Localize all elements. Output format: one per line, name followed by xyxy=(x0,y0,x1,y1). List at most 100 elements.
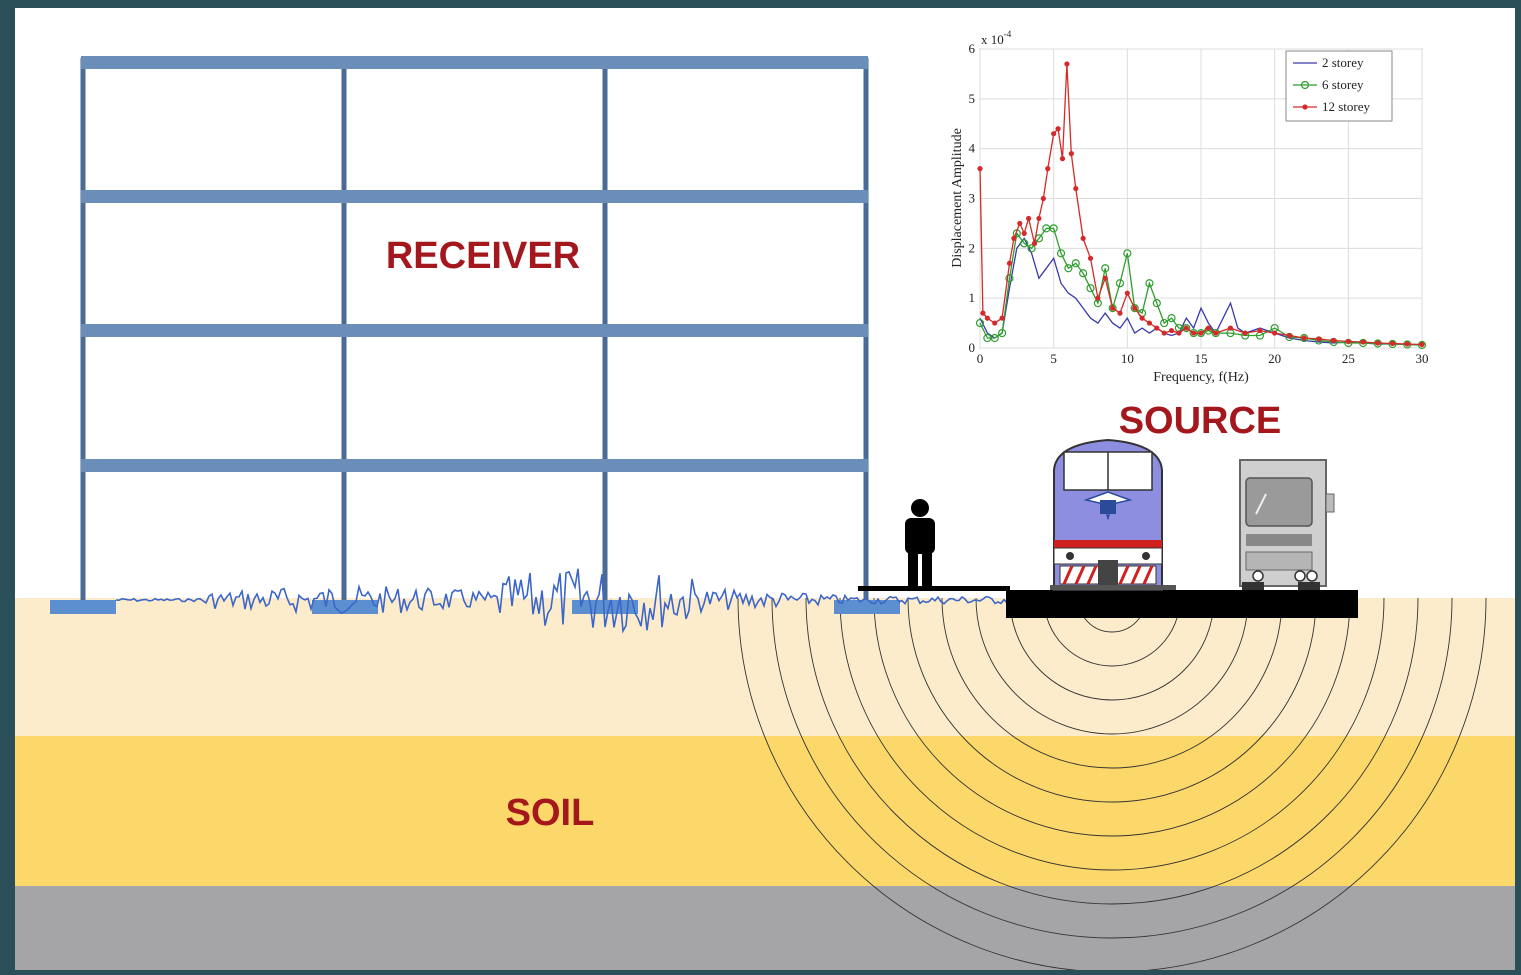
data-point-6-storey xyxy=(1005,274,1014,283)
chart-exponent-label: x 10-4 xyxy=(981,29,1012,47)
data-point-12-storey xyxy=(1345,338,1351,345)
building-frame xyxy=(80,56,869,600)
legend-label-12-storey: 12 storey xyxy=(1322,99,1371,114)
data-point-6-storey xyxy=(1108,304,1117,313)
y-tick-label: 1 xyxy=(969,290,976,305)
x-tick-label: 10 xyxy=(1121,351,1134,366)
x-tick-label: 5 xyxy=(1050,351,1057,366)
data-point-12-storey xyxy=(1154,325,1160,331)
data-point-6-storey xyxy=(1211,328,1220,338)
foundation-pad-2 xyxy=(312,600,378,614)
data-point-12-storey xyxy=(1068,151,1074,157)
foundation-pad-right xyxy=(834,600,900,614)
wave-arc-11 xyxy=(737,598,1487,970)
data-point-12-storey xyxy=(1286,332,1292,339)
data-point-12-storey xyxy=(1080,235,1086,241)
y-tick-label: 5 xyxy=(969,91,976,106)
y-tick-label: 2 xyxy=(969,240,976,255)
data-point-6-storey xyxy=(1167,314,1176,323)
bedrock-layer xyxy=(15,886,1515,970)
data-point-12-storey xyxy=(1389,340,1396,347)
chart-y-axis-label: Displacement Amplitude xyxy=(950,128,965,268)
data-point-12-storey xyxy=(1095,295,1101,301)
data-point-12-storey xyxy=(977,166,983,172)
data-point-12-storey xyxy=(1064,61,1070,67)
data-point-12-storey xyxy=(1124,290,1130,296)
data-point-6-storey xyxy=(1086,284,1095,293)
data-point-12-storey xyxy=(1331,337,1337,344)
data-point-12-storey xyxy=(1191,330,1197,336)
data-point-12-storey xyxy=(1026,215,1032,222)
data-point-6-storey xyxy=(1049,224,1058,233)
data-point-12-storey xyxy=(1316,336,1322,342)
data-point-6-storey xyxy=(975,318,985,328)
data-point-12-storey xyxy=(1272,330,1278,336)
wave-arc-7 xyxy=(873,598,1351,837)
x-tick-label: 25 xyxy=(1342,351,1355,366)
data-point-12-storey xyxy=(1073,185,1079,192)
data-point-6-storey xyxy=(997,328,1007,338)
soil-label: SOIL xyxy=(506,792,595,834)
data-point-12-storey xyxy=(984,315,990,321)
data-point-6-storey xyxy=(1064,264,1073,273)
topsoil-layer xyxy=(15,598,1515,736)
data-point-12-storey xyxy=(992,320,998,326)
data-point-6-storey xyxy=(1027,244,1036,253)
data-point-12-storey xyxy=(1183,325,1189,331)
data-point-12-storey xyxy=(1227,325,1234,331)
wave-arc-9 xyxy=(805,598,1419,905)
data-point-6-storey xyxy=(1056,249,1066,258)
source-label: SOURCE xyxy=(1119,400,1282,442)
data-point-12-storey xyxy=(1055,126,1061,132)
data-point-12-storey xyxy=(1301,335,1307,341)
data-point-12-storey xyxy=(1419,341,1425,348)
data-point-6-storey xyxy=(1145,279,1154,288)
wave-arc-8 xyxy=(839,598,1385,871)
data-point-12-storey xyxy=(1110,305,1116,311)
data-point-6-storey xyxy=(1101,264,1110,273)
data-point-12-storey xyxy=(1040,195,1046,202)
ground-vibration-signal xyxy=(115,568,1011,634)
data-point-6-storey xyxy=(1160,318,1169,328)
data-point-12-storey xyxy=(1242,330,1248,336)
truck-icon xyxy=(1239,459,1335,590)
data-point-12-storey xyxy=(1161,330,1167,336)
data-point-6-storey xyxy=(1182,323,1191,333)
foundation-pad-left xyxy=(50,600,116,614)
data-point-12-storey xyxy=(1139,315,1145,321)
data-point-6-storey xyxy=(1020,239,1029,248)
data-point-12-storey xyxy=(1102,275,1108,281)
legend-label-6-storey: 6 storey xyxy=(1322,77,1364,92)
wave-arc-4 xyxy=(975,598,1249,735)
data-point-12-storey xyxy=(1011,235,1017,241)
data-point-12-storey xyxy=(999,315,1005,321)
road-slab xyxy=(1006,590,1358,618)
wave-arc-5 xyxy=(941,598,1283,769)
receiver-label: RECEIVER xyxy=(386,235,580,277)
data-point-12-storey xyxy=(1176,330,1182,336)
data-point-6-storey xyxy=(1071,259,1080,268)
wave-propagation-arcs xyxy=(737,598,1487,970)
chart-series xyxy=(975,61,1427,350)
data-point-12-storey xyxy=(1117,310,1123,316)
y-tick-label: 0 xyxy=(969,340,976,355)
data-point-12-storey xyxy=(1146,320,1153,326)
data-point-6-storey xyxy=(1130,304,1139,313)
data-point-12-storey xyxy=(1031,240,1038,246)
data-point-12-storey xyxy=(1257,327,1263,334)
x-tick-label: 15 xyxy=(1195,351,1208,366)
data-point-12-storey xyxy=(1017,220,1023,227)
person-icon xyxy=(905,499,935,588)
chart-grid xyxy=(979,48,1423,349)
soil-layer xyxy=(15,736,1515,886)
data-point-6-storey xyxy=(1152,299,1161,308)
data-point-6-storey xyxy=(1115,279,1125,288)
wave-arc-10 xyxy=(771,598,1453,939)
data-point-12-storey xyxy=(1168,327,1175,334)
data-point-12-storey xyxy=(1021,230,1027,236)
data-point-12-storey xyxy=(1132,305,1138,311)
